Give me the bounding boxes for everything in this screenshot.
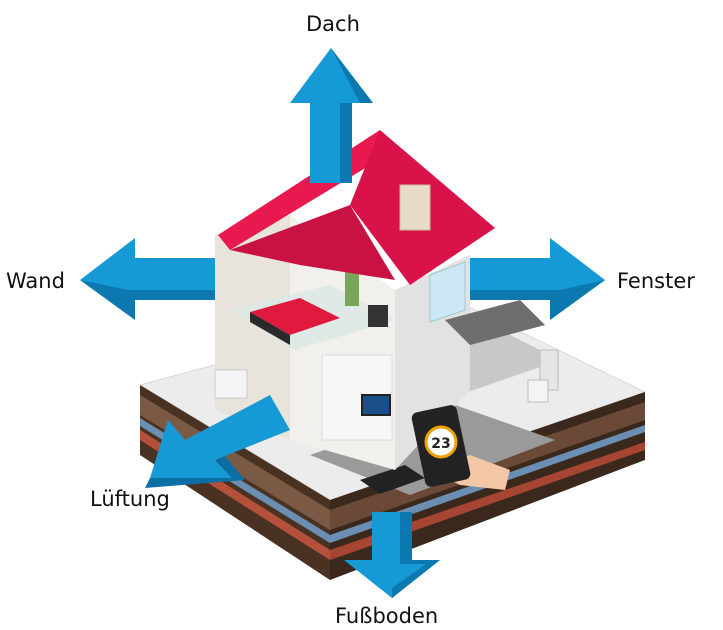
label-window: Fenster: [617, 269, 695, 293]
chimney: [399, 184, 431, 231]
label-floor: Fußboden: [335, 604, 439, 628]
heating-mat: [360, 465, 425, 494]
arrows: [80, 48, 605, 598]
tv: [361, 394, 391, 416]
hand-with-phone: 23: [411, 405, 510, 490]
arrow-window-shade: [470, 280, 605, 320]
wall-shelf: [345, 270, 359, 306]
window-glass: [429, 261, 466, 323]
ac-unit: [214, 369, 248, 399]
label-roof: Dach: [306, 12, 360, 36]
arrow-floor-shade: [392, 512, 440, 598]
kitchen-counter: [445, 300, 545, 345]
arrow-window-icon: [470, 238, 605, 320]
arrow-roof-shade: [331, 48, 373, 183]
washing-machine: [527, 379, 549, 403]
arrow-wall-shade: [80, 280, 215, 320]
arrow-wall-icon: [80, 238, 215, 320]
arrow-ventilation-icon: [150, 395, 290, 478]
label-wall: Wand: [6, 269, 65, 293]
armchair: [368, 305, 388, 327]
thermostat-reading: 23: [431, 436, 450, 452]
bed: [250, 298, 340, 335]
roof-gable: [230, 205, 395, 280]
soil-layer-left: [140, 395, 330, 530]
bed-frame: [250, 312, 290, 345]
arrow-ventilation-shade: [145, 456, 245, 488]
label-ventilation: Lüftung: [90, 487, 170, 511]
thermostat-dial: [424, 425, 458, 459]
